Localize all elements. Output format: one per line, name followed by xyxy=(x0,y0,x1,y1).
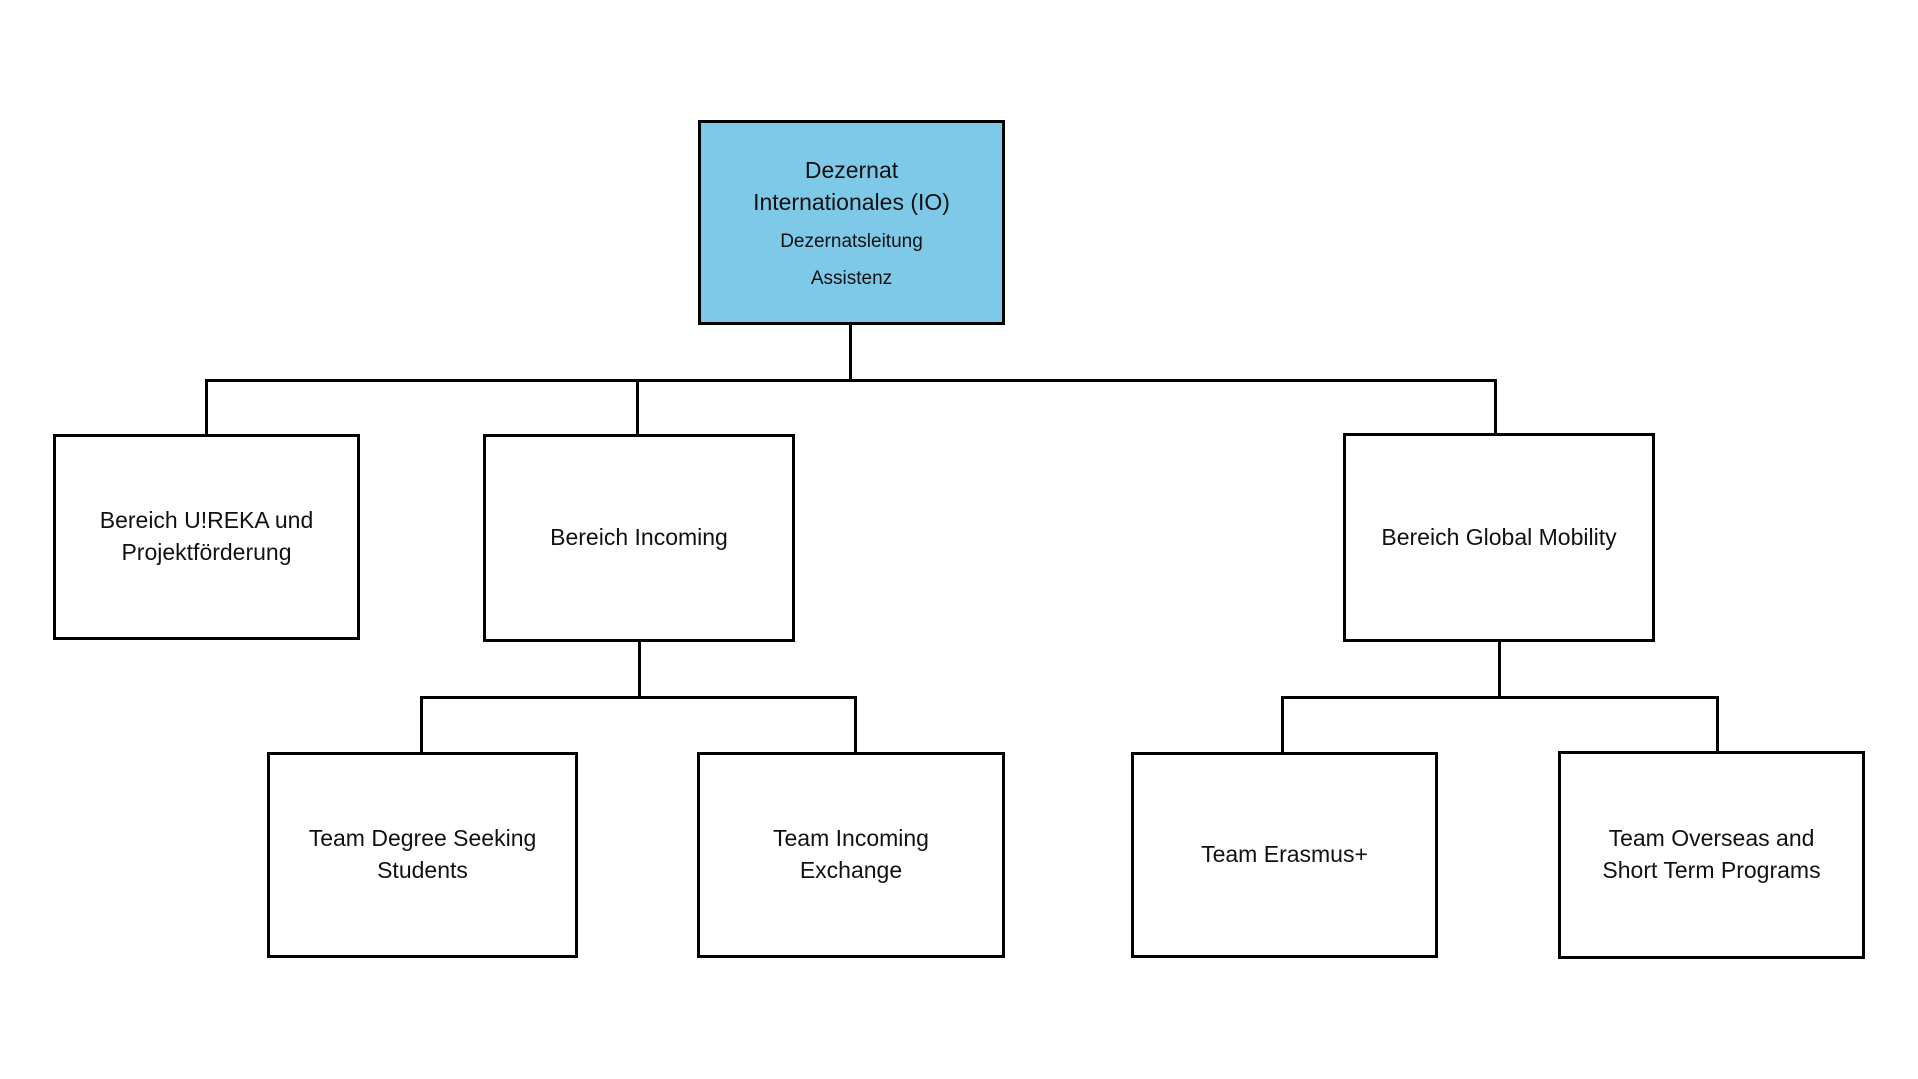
connector-drop-erasmus xyxy=(1281,696,1284,753)
connector-global-bus xyxy=(1281,696,1719,699)
connector-drop-global xyxy=(1494,379,1497,434)
org-node-label: Bereich U!REKA und Projektförderung xyxy=(99,507,314,565)
org-node-label: Team Degree Seeking Students xyxy=(308,825,537,883)
org-node-label: Bereich Incoming xyxy=(550,524,728,551)
org-node-team-incoming-exchange: Team Incoming Exchange xyxy=(697,752,1005,958)
org-node-team-degree-seeking: Team Degree Seeking Students xyxy=(267,752,578,958)
connector-incoming-stem xyxy=(638,641,641,697)
connector-drop-incoming xyxy=(636,379,639,435)
org-node-bereich-global-mobility: Bereich Global Mobility xyxy=(1343,433,1655,642)
connector-root-stem xyxy=(849,325,852,382)
connector-drop-overseas xyxy=(1716,696,1719,752)
org-node-team-erasmus: Team Erasmus+ xyxy=(1131,752,1438,958)
org-node-role-assistenz: Assistenz xyxy=(810,267,893,289)
connector-level2-bus xyxy=(205,379,1497,382)
org-node-team-overseas: Team Overseas and Short Term Programs xyxy=(1558,751,1865,959)
org-node-bereich-incoming: Bereich Incoming xyxy=(483,434,795,642)
connector-drop-exchange xyxy=(854,696,857,753)
org-node-dezernat-internationales: Dezernat Internationales (IO) Dezernatsl… xyxy=(698,120,1005,325)
connector-global-stem xyxy=(1498,641,1501,697)
org-node-label: Team Overseas and Short Term Programs xyxy=(1602,825,1821,883)
connector-incoming-bus xyxy=(420,696,857,699)
org-node-title: Dezernat Internationales (IO) xyxy=(753,156,950,215)
org-node-label: Team Incoming Exchange xyxy=(773,825,929,883)
org-node-label: Team Erasmus+ xyxy=(1201,841,1368,868)
connector-drop-ureka xyxy=(205,379,208,435)
org-node-role-dezernatsleitung: Dezernatsleitung xyxy=(780,231,923,252)
connector-drop-degree xyxy=(420,696,423,753)
org-node-label: Bereich Global Mobility xyxy=(1381,523,1617,550)
org-node-bereich-ureka: Bereich U!REKA und Projektförderung xyxy=(53,434,360,640)
